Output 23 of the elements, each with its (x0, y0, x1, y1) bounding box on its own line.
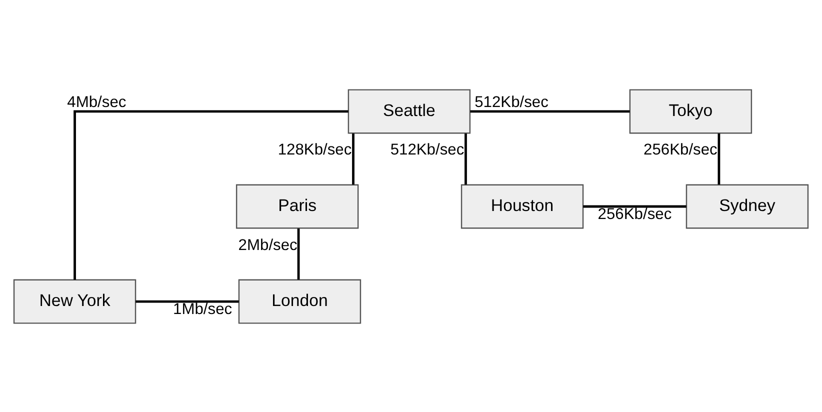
node-box: Seattle (348, 88, 471, 134)
edge-label: 256Kb/sec (598, 206, 672, 223)
connector (464, 133, 467, 184)
edge-label: 2Mb/sec (238, 236, 298, 254)
connector (74, 110, 348, 280)
node-box: London (238, 278, 362, 324)
connector (352, 133, 354, 184)
node-box: Paris (236, 184, 359, 228)
connector (136, 300, 239, 302)
edge-label: 4Mb/sec (67, 94, 126, 111)
edge-label: 1Mb/sec (173, 300, 232, 318)
node-box: Houston (460, 184, 584, 228)
edge-label: 256Kb/sec (644, 141, 718, 158)
node-box: New York (13, 278, 136, 324)
edge-label: 512Kb/sec (474, 94, 548, 111)
connector (583, 204, 686, 208)
connector (718, 133, 720, 184)
connector (297, 228, 300, 280)
node-box: Sydney (686, 184, 809, 228)
connector (470, 110, 630, 112)
edge-label: 512Kb/sec (390, 141, 464, 158)
edge-label: 128Kb/sec (278, 141, 352, 158)
node-box: Tokyo (629, 88, 752, 134)
